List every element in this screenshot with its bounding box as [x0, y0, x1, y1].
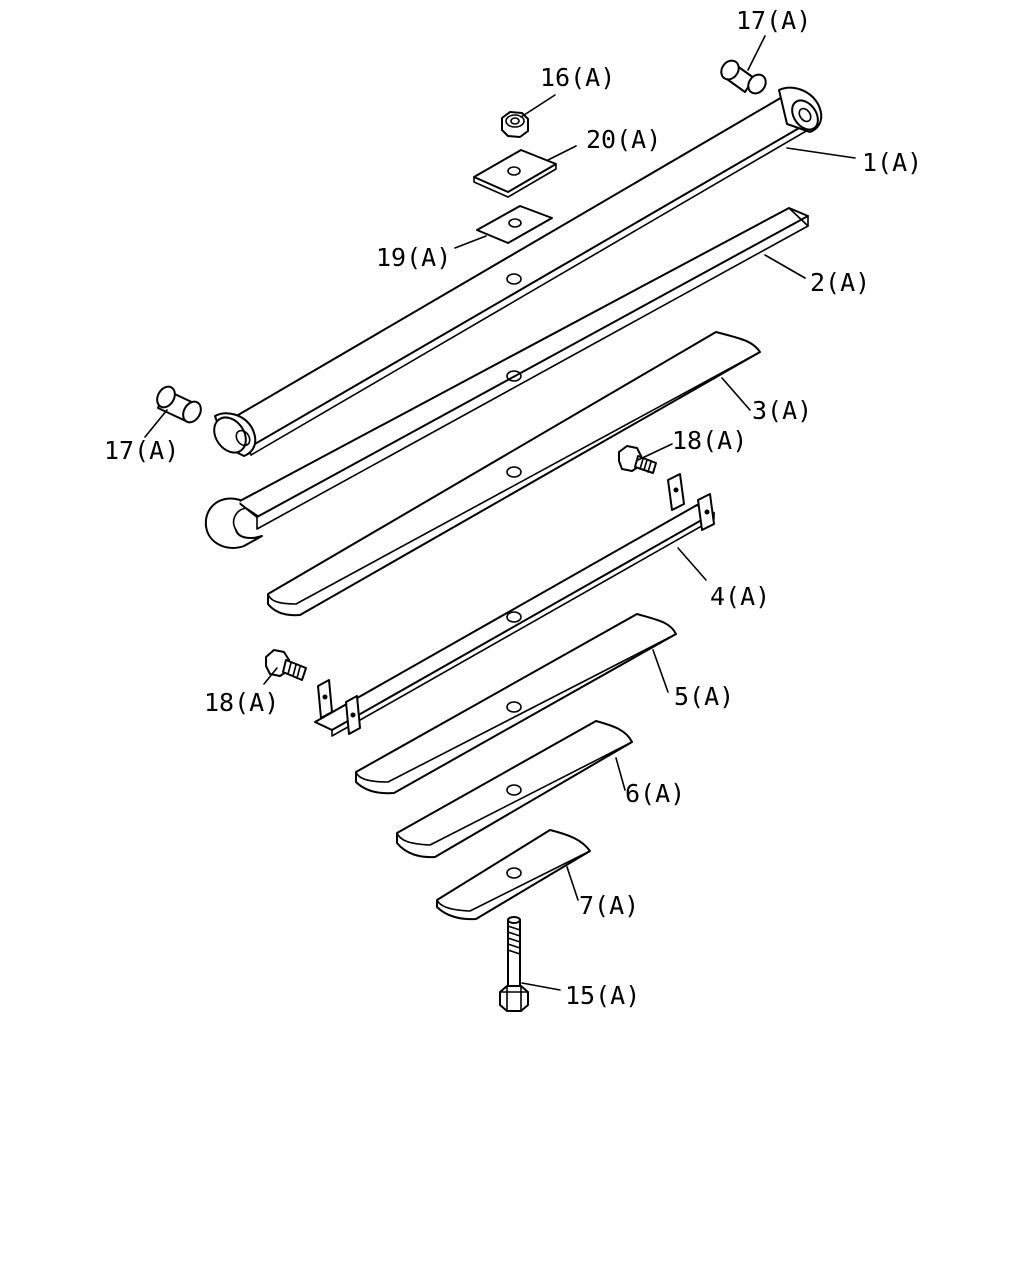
label-part-4: 4(A) [710, 582, 770, 611]
leaf-part-7 [436, 829, 591, 921]
label-part-6: 6(A) [625, 779, 685, 808]
label-part-18-right: 18(A) [672, 426, 747, 455]
label-part-17-top: 17(A) [736, 6, 811, 35]
label-part-2: 2(A) [810, 268, 870, 297]
label-part-15: 15(A) [565, 981, 640, 1010]
label-part-17-left: 17(A) [104, 436, 179, 465]
nut-part-16 [501, 111, 529, 138]
plate-part-19 [476, 205, 553, 244]
bolt-part-18-right [618, 445, 657, 474]
label-part-20: 20(A) [586, 125, 661, 154]
leader-lines [144, 35, 856, 991]
label-part-18-left: 18(A) [204, 688, 279, 717]
main-leaf-part-1 [213, 86, 823, 457]
leaf-part-5 [355, 613, 677, 795]
center-bolt-part-15 [499, 916, 529, 1012]
leaf-part-3 [267, 331, 761, 617]
label-part-16: 16(A) [540, 63, 615, 92]
label-part-5: 5(A) [674, 682, 734, 711]
part-labels: 17(A) 16(A) 20(A) 1(A) 19(A) 2(A) 3(A) 1… [104, 6, 922, 1010]
bushing-part-17-top [720, 59, 767, 95]
plate-part-20 [473, 149, 557, 198]
label-part-3: 3(A) [752, 396, 812, 425]
leaf-part-6 [396, 720, 633, 859]
label-part-19: 19(A) [376, 243, 451, 272]
bushing-part-17-left [156, 385, 202, 424]
leaf-part-4 [314, 473, 715, 737]
bolt-part-18-left [265, 649, 307, 681]
label-part-1: 1(A) [862, 148, 922, 177]
label-part-7: 7(A) [579, 891, 639, 920]
leaf-part-2 [204, 207, 809, 549]
